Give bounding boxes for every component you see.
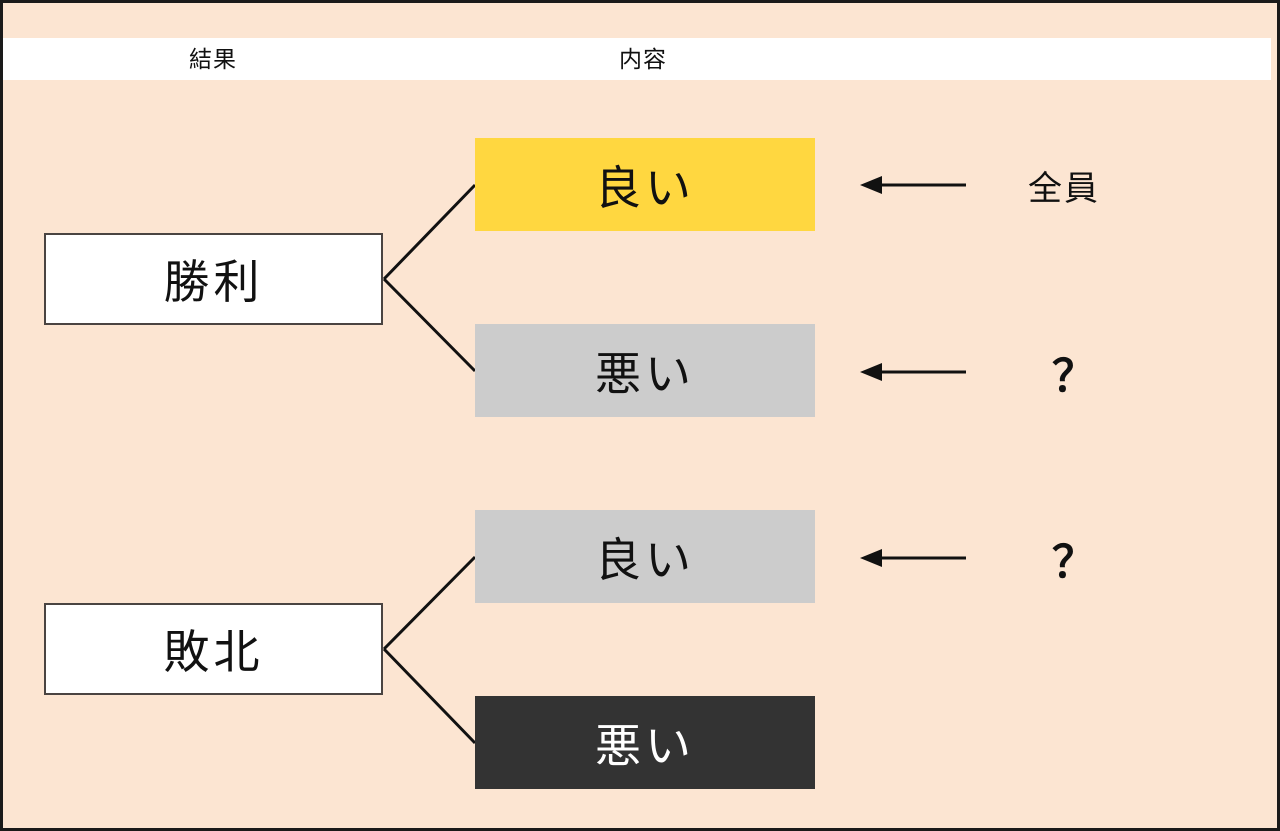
outcome-box-lose[interactable]: 敗北: [44, 603, 383, 695]
content-box-win-bad[interactable]: 悪い: [475, 324, 815, 417]
content-box-lose-good[interactable]: 良い: [475, 510, 815, 603]
annotation-note-1: 全員: [1028, 168, 1100, 209]
content-box-lose-bad[interactable]: 悪い: [475, 696, 815, 789]
column-header-result: 結果: [189, 47, 237, 73]
arrow-left-icon: [858, 175, 968, 195]
annotation-row-1: 全員: [858, 160, 1158, 210]
annotation-note-2: ？: [1052, 351, 1098, 402]
annotation-row-3: ？: [858, 533, 1158, 588]
annotation-row-2: ？: [858, 347, 1158, 402]
content-box-win-good[interactable]: 良い: [475, 138, 815, 231]
column-header-content: 内容: [619, 47, 667, 73]
arrow-left-icon: [858, 362, 968, 382]
annotation-note-3: ？: [1052, 537, 1098, 588]
header-band: [3, 38, 1271, 80]
outcome-box-win[interactable]: 勝利: [44, 233, 383, 325]
arrow-left-icon: [858, 548, 968, 568]
